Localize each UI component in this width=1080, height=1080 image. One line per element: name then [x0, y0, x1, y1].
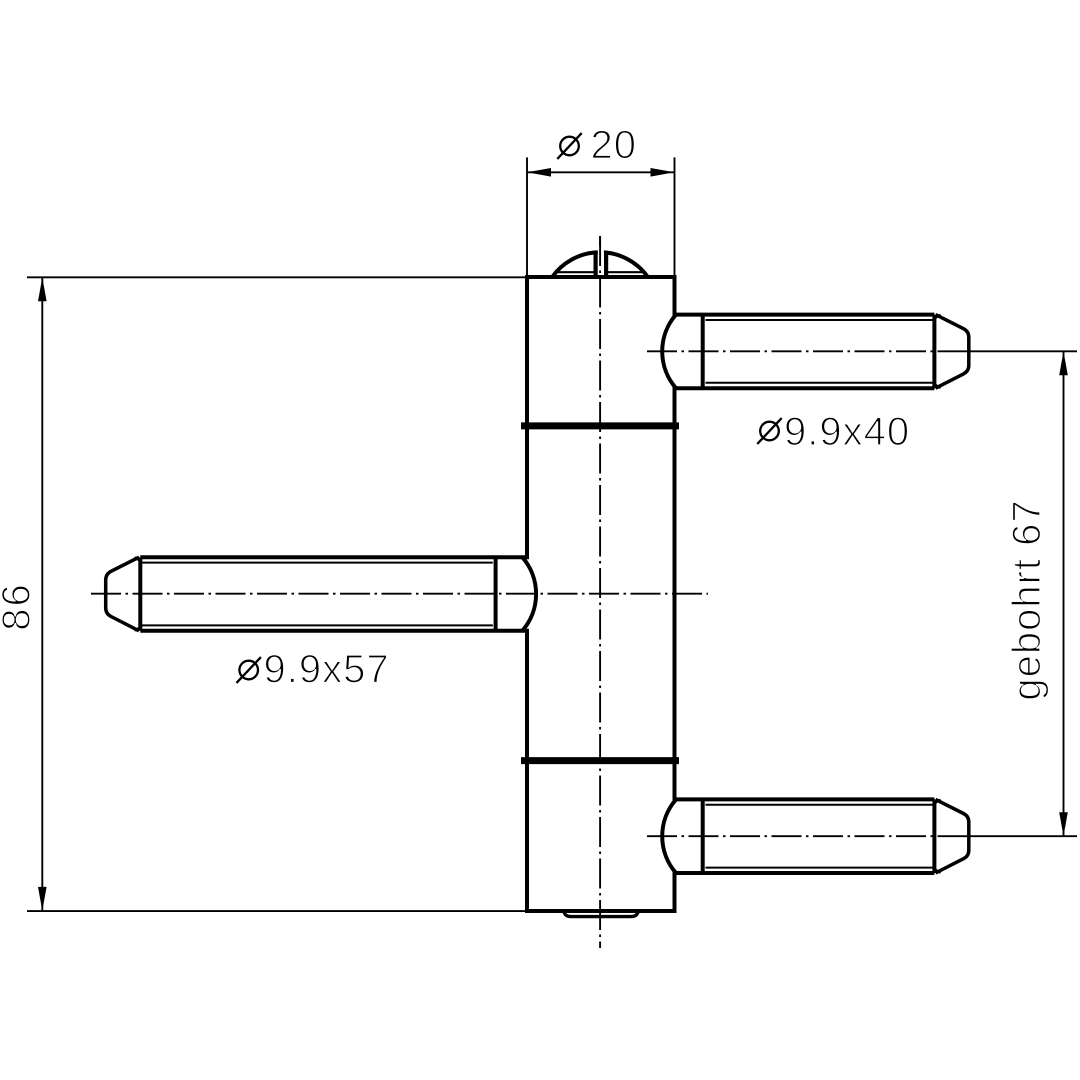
svg-text:9.9x40: 9.9x40 — [784, 410, 910, 454]
svg-text:gebohrt 67: gebohrt 67 — [1005, 499, 1049, 700]
svg-text:9.9x57: 9.9x57 — [263, 648, 389, 692]
svg-text:20: 20 — [590, 123, 637, 167]
svg-text:86: 86 — [0, 582, 39, 631]
